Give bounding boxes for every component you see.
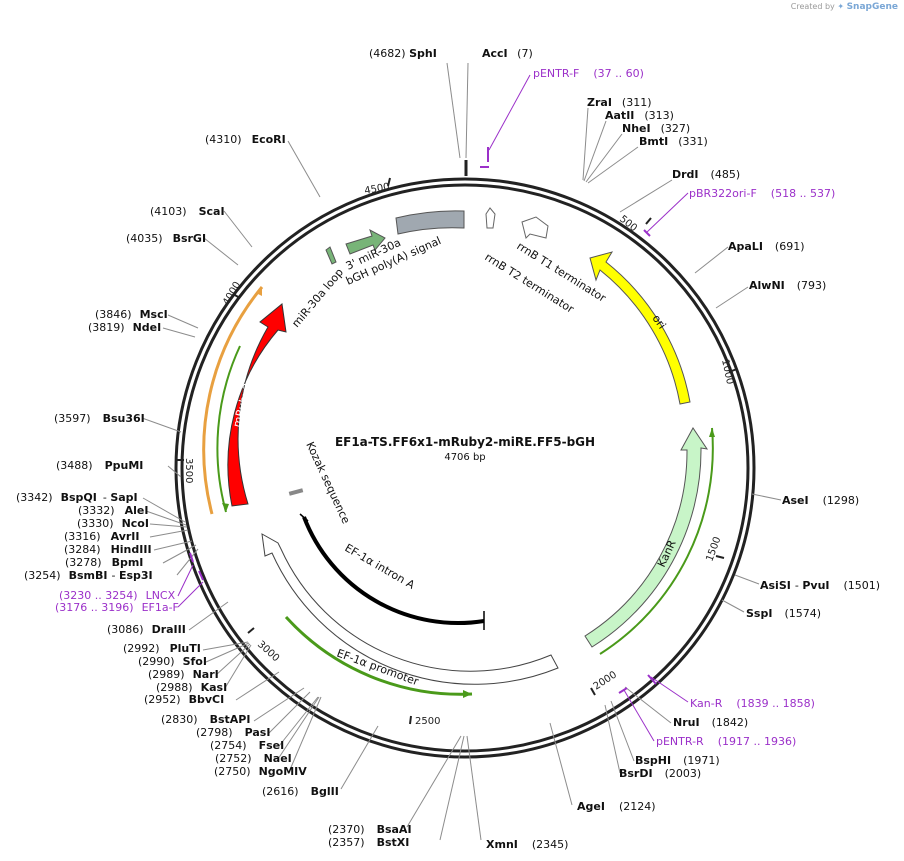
site-draiii: (3086)DraIII xyxy=(107,623,186,636)
site-agei: AgeI(2124) xyxy=(577,800,656,813)
mir30a-loop-feature xyxy=(325,246,337,265)
tick-marks xyxy=(176,160,738,725)
site-nhei: NheI(327) xyxy=(622,122,690,135)
mruby2-feature xyxy=(227,303,287,507)
site-bsu36i: (3597)Bsu36I xyxy=(54,412,145,425)
site-bstapi: (2830)BstAPI xyxy=(161,713,250,726)
primer-labels: pENTR-F(37 .. 60) pBR322ori-F(518 .. 537… xyxy=(55,67,835,748)
rrnb-t2-label: rrnB T2 terminator xyxy=(482,251,576,317)
site-bmti: BmtI(331) xyxy=(639,135,708,148)
site-avrii: (3316)AvrII xyxy=(64,530,139,543)
site-ppumi: (3488)PpuMI xyxy=(56,459,143,472)
site-pluti: (2992)PluTI xyxy=(123,642,201,655)
site-ngomiv: (2750)NgoMIV xyxy=(214,765,307,778)
ori-feature xyxy=(589,251,691,405)
orange-orf-line xyxy=(202,286,264,515)
site-bsphi: BspHI(1971) xyxy=(635,754,720,767)
snapgene-credit: Created by ✦ SnapGene xyxy=(791,2,898,12)
site-labels: (4682) SphI AccI (7) ZraI(311) AatII(313… xyxy=(16,47,880,851)
snapgene-logo-icon: ✦ xyxy=(837,2,845,11)
site-bsmbi: (3254)BsmBI- Esp3I xyxy=(24,569,153,582)
site-drdi: DrdI(485) xyxy=(672,168,740,181)
green-orf-line-left xyxy=(216,345,241,513)
site-bglii: (2616)BglII xyxy=(262,785,339,798)
site-alwni: AlwNI(793) xyxy=(749,279,826,292)
site-asei: AseI(1298) xyxy=(782,494,859,507)
tick-3500: 3500 xyxy=(183,458,194,483)
mir30a-loop-label: miR-30a loop xyxy=(289,266,346,330)
site-zrai: ZraI(311) xyxy=(587,96,652,109)
primer-lines xyxy=(177,74,689,742)
green-orf-line-bottom xyxy=(284,615,473,696)
credit-prefix: Created by xyxy=(790,2,835,11)
site-aatii: AatII(313) xyxy=(605,109,674,122)
tick-1000: 1000 xyxy=(719,358,735,385)
site-hindiii: (3284)HindIII xyxy=(64,543,152,556)
site-scai: (4103)ScaI xyxy=(150,205,225,218)
primer-pentr-r: pENTR-R(1917 .. 1936) xyxy=(656,735,796,748)
rrnb-t1-feature xyxy=(521,216,549,239)
rrnb-t2-feature xyxy=(485,207,496,229)
site-ecori: (4310)EcoRI xyxy=(205,133,286,146)
mir30a-3p-feature xyxy=(345,228,386,255)
site-kasi: (2988)KasI xyxy=(156,681,227,694)
primer-pbr322ori-f: pBR322ori-F(518 .. 537) xyxy=(689,187,835,200)
ef1a-intron-line xyxy=(302,516,485,625)
tick-2000: 2000 xyxy=(592,669,619,692)
site-ndei: (3819)NdeI xyxy=(88,321,161,334)
credit-brand: SnapGene xyxy=(846,2,898,12)
tick-2500: 2500 xyxy=(415,716,440,727)
site-bbvci: (2952)BbvCI xyxy=(144,693,224,706)
site-acci: AccI (7) xyxy=(482,47,533,60)
primer-kan-r: Kan-R(1839 .. 1858) xyxy=(690,697,815,710)
site-bspqi: (3342)BspQI- SapI xyxy=(16,491,138,504)
site-asisi: AsiSI- PvuI(1501) xyxy=(760,579,880,592)
backbone xyxy=(174,177,756,759)
site-fsei: (2754)FseI xyxy=(210,739,284,752)
primer-ef1a-f: (3176 .. 3196)EF1a-F xyxy=(55,601,179,614)
site-bsaai: (2370)BsaAI xyxy=(328,823,412,836)
site-xmni: XmnI(2345) xyxy=(486,838,568,851)
site-sphi: (4682) SphI xyxy=(369,47,437,60)
feature-arcs xyxy=(202,207,715,698)
site-bsrdi: BsrDI(2003) xyxy=(619,767,701,780)
mruby2-label: mRuby2 xyxy=(230,382,254,429)
site-msci: (3846)MscI xyxy=(95,308,168,321)
site-naei: (2752)NaeI xyxy=(215,752,292,765)
site-bstxi: (2357)BstXI xyxy=(328,836,409,849)
site-apali: ApaLI(691) xyxy=(728,240,805,253)
site-pasi: (2798)PasI xyxy=(196,726,270,739)
kanr-feature xyxy=(584,427,709,648)
site-nrui: NruI(1842) xyxy=(673,716,748,729)
site-bsrgi: (4035)BsrGI xyxy=(126,232,206,245)
site-ncoi: (3330)NcoI xyxy=(77,517,149,530)
bgh-feature xyxy=(395,210,465,235)
site-lines xyxy=(141,62,782,841)
kanr-orf-line xyxy=(599,427,714,655)
tick-4500: 4500 xyxy=(364,182,391,197)
tick-4000: 4000 xyxy=(221,280,243,308)
site-alei: (3332)AleI xyxy=(78,504,148,517)
kozak-feature xyxy=(288,488,304,496)
plasmid-name: EF1a-TS.FF6x1-mRuby2-miRE.FF5-bGH xyxy=(335,435,595,449)
site-nari: (2989)NarI xyxy=(148,668,219,681)
tick-1500: 1500 xyxy=(704,535,723,563)
primer-pentr-f: pENTR-F(37 .. 60) xyxy=(533,67,644,80)
site-sspi: SspI(1574) xyxy=(746,607,821,620)
kozak-label: Kozak sequence xyxy=(303,440,352,526)
ef1a-promoter-feature xyxy=(261,533,559,685)
site-bpmi: (3278)BpmI xyxy=(65,556,143,569)
primer-lncx: (3230 .. 3254)LNCX xyxy=(59,589,176,602)
plasmid-length: 4706 bp xyxy=(444,452,485,463)
site-sfoi: (2990)SfoI xyxy=(138,655,207,668)
